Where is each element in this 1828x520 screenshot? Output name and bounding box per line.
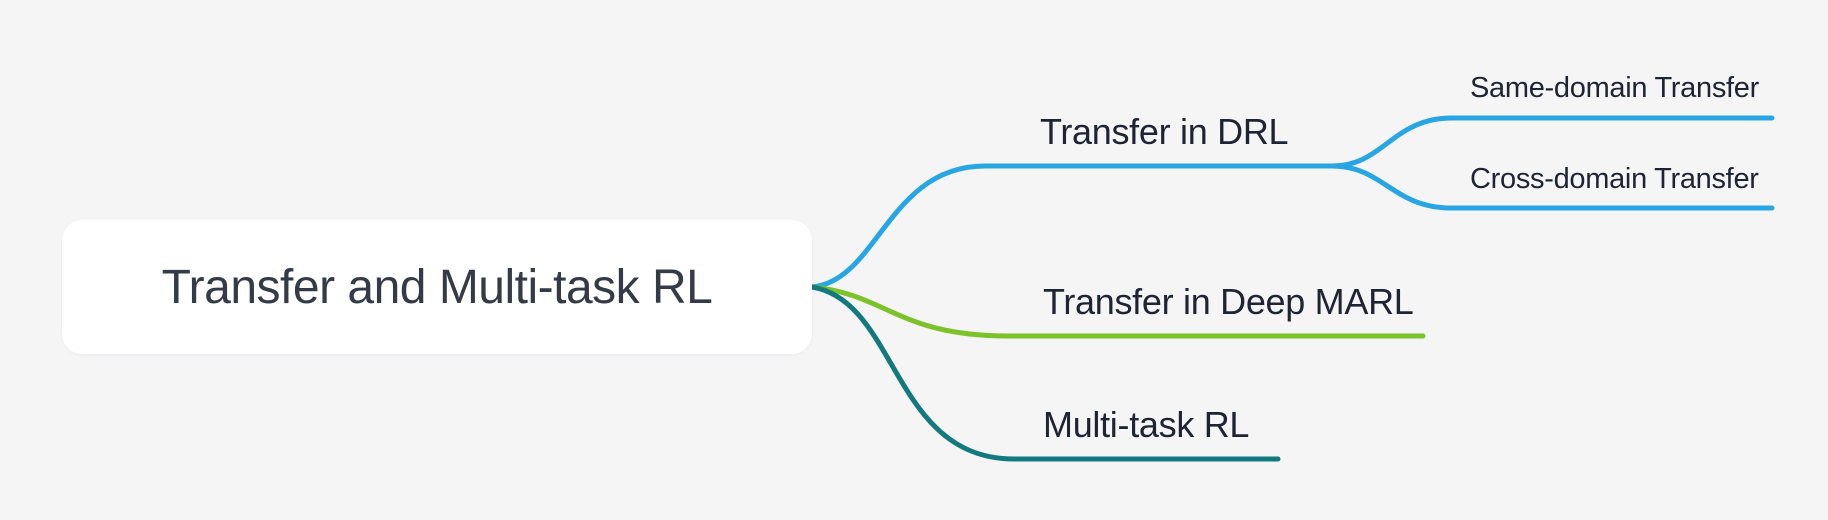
link-cross-domain-transfer <box>1329 163 1775 211</box>
node-transfer-in-deep-marl[interactable]: Transfer in Deep MARL <box>1043 281 1414 322</box>
root-node-label: Transfer and Multi-task RL <box>161 260 713 314</box>
node-same-domain-transfer[interactable]: Same-domain Transfer <box>1470 72 1759 104</box>
node-cross-domain-transfer[interactable]: Cross-domain Transfer <box>1470 163 1759 195</box>
link-multi-task-rl <box>809 284 1281 462</box>
link-transfer-in-deep-marl <box>809 284 1426 339</box>
root-node[interactable]: Transfer and Multi-task RL <box>62 220 812 354</box>
link-same-domain-transfer <box>1329 115 1775 169</box>
link-transfer-in-drl <box>809 163 1335 290</box>
node-multi-task-rl[interactable]: Multi-task RL <box>1043 404 1250 445</box>
node-transfer-in-drl[interactable]: Transfer in DRL <box>1040 111 1289 152</box>
